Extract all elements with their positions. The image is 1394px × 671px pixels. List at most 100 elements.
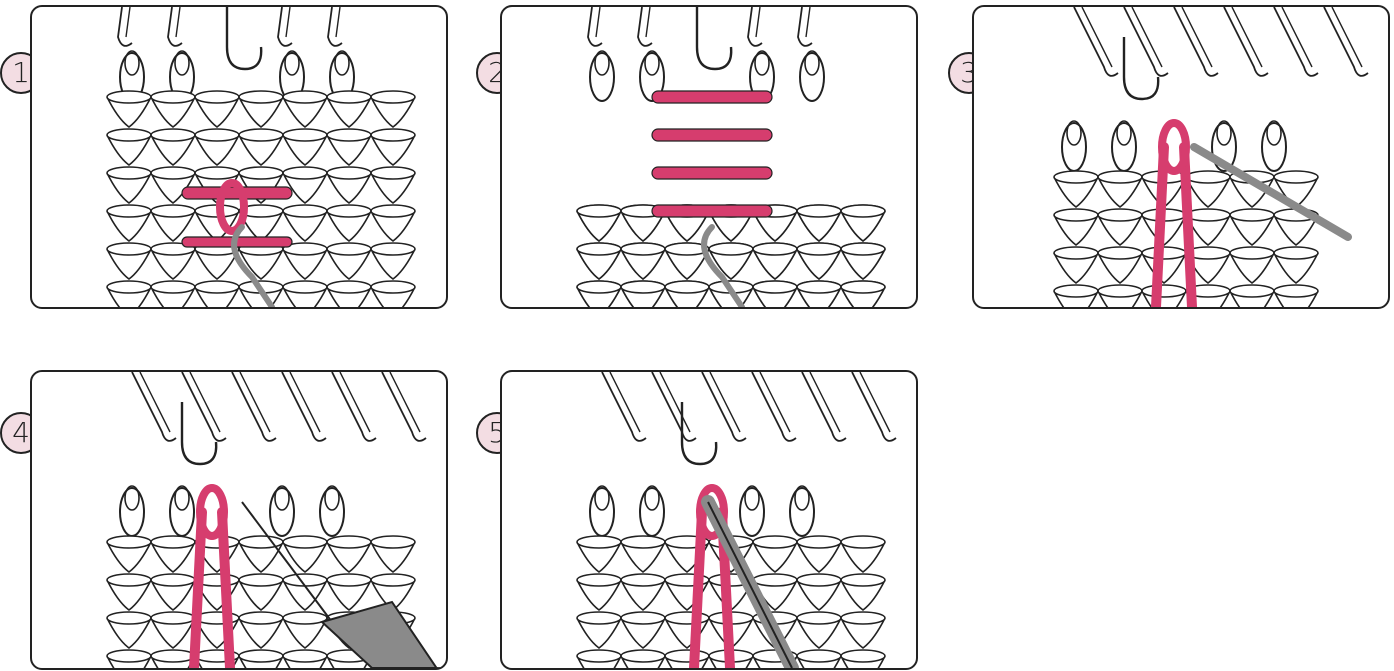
knit-stitch-icon — [107, 205, 151, 241]
stitch-loop — [1262, 123, 1286, 171]
knit-stitch-icon — [841, 536, 885, 572]
latch-hook-needle-icon — [1124, 7, 1168, 76]
knit-stitch-icon — [1054, 247, 1098, 283]
step-5-panel — [500, 370, 918, 670]
knitting-illustration — [502, 372, 916, 668]
knit-stitch-icon — [239, 536, 283, 572]
knit-stitch-icon — [797, 650, 841, 668]
knitting-illustration — [974, 7, 1388, 307]
knit-stitch-icon — [107, 536, 151, 572]
latch-hook-needle-icon — [1324, 7, 1368, 76]
stitch-loop — [1112, 123, 1136, 171]
latch-hook-needle-icon — [652, 372, 696, 441]
knit-stitch-icon — [283, 281, 327, 307]
latch-hook-needle-icon — [1274, 7, 1318, 76]
knit-stitch-icon — [753, 281, 797, 307]
knit-stitch-icon — [1230, 209, 1274, 245]
knit-stitch-icon — [1098, 247, 1142, 283]
knit-stitch-icon — [841, 612, 885, 648]
latch-hook-needle-icon — [182, 372, 226, 441]
knit-stitch-icon — [1054, 209, 1098, 245]
knit-stitch-icon — [283, 205, 327, 241]
knit-stitch-icon — [797, 536, 841, 572]
knit-stitch-icon — [283, 574, 327, 610]
latch-hook-needle-icon — [697, 7, 731, 69]
knit-stitch-icon — [577, 612, 621, 648]
knit-stitch-icon — [1142, 285, 1186, 307]
knit-stitch-icon — [371, 536, 415, 572]
knit-stitch-icon — [107, 574, 151, 610]
stitch-loop — [170, 488, 194, 536]
knit-stitch-icon — [841, 650, 885, 668]
stitch-loop — [590, 53, 614, 101]
knit-stitch-icon — [283, 129, 327, 165]
knit-stitch-icon — [151, 243, 195, 279]
knit-stitch-icon — [797, 243, 841, 279]
knit-stitch-icon — [1230, 247, 1274, 283]
knit-stitch-icon — [239, 574, 283, 610]
knit-stitch-icon — [151, 129, 195, 165]
knit-stitch-icon — [283, 243, 327, 279]
stitch-loop — [800, 53, 824, 101]
latch-hook-needle-icon — [852, 372, 896, 441]
latch-hook-needle-icon — [328, 7, 342, 46]
knit-stitch-icon — [577, 650, 621, 668]
stitch-loop — [790, 488, 814, 536]
latch-hook-needle-icon — [798, 7, 812, 46]
knit-stitch-icon — [841, 243, 885, 279]
knit-stitch-icon — [621, 574, 665, 610]
knit-stitch-icon — [577, 205, 621, 241]
knit-stitch-icon — [107, 281, 151, 307]
knit-stitch-icon — [151, 612, 195, 648]
knit-stitch-icon — [151, 281, 195, 307]
step-number: 4 — [12, 419, 30, 447]
knitting-illustration — [32, 7, 446, 307]
knitting-illustration — [32, 372, 446, 668]
knit-stitch-icon — [797, 281, 841, 307]
red-yarn-strand — [652, 129, 772, 141]
red-yarn-loop — [200, 488, 224, 536]
knit-stitch-icon — [107, 650, 151, 668]
knit-stitch-icon — [151, 205, 195, 241]
latch-hook-needle-icon — [232, 372, 276, 441]
knit-stitch-icon — [107, 129, 151, 165]
stitch-loop — [590, 488, 614, 536]
latch-hook-needle-icon — [638, 7, 652, 46]
knit-stitch-icon — [327, 281, 371, 307]
knit-stitch-icon — [577, 536, 621, 572]
red-yarn-strand — [652, 167, 772, 179]
knit-stitch-icon — [1098, 209, 1142, 245]
latch-hook-needle-icon — [132, 372, 176, 441]
knit-stitch-icon — [753, 243, 797, 279]
knit-stitch-icon — [621, 243, 665, 279]
knit-stitch-icon — [327, 129, 371, 165]
knit-stitch-icon — [371, 167, 415, 203]
knit-stitch-icon — [753, 536, 797, 572]
latch-hook-needle-icon — [702, 372, 746, 441]
knit-stitch-icon — [107, 612, 151, 648]
knit-stitch-icon — [1230, 285, 1274, 307]
knit-stitch-icon — [797, 612, 841, 648]
knit-stitch-icon — [327, 574, 371, 610]
knit-stitch-icon — [283, 91, 327, 127]
knit-stitch-icon — [195, 281, 239, 307]
latch-hook-needle-icon — [1074, 7, 1118, 76]
knit-stitch-icon — [239, 129, 283, 165]
knit-stitch-icon — [371, 129, 415, 165]
knit-stitch-icon — [1054, 171, 1098, 207]
knit-stitch-icon — [151, 650, 195, 668]
latch-hook-needle-icon — [382, 372, 426, 441]
knit-stitch-icon — [1142, 247, 1186, 283]
knit-stitch-icon — [665, 612, 709, 648]
stitch-loop — [120, 488, 144, 536]
knit-stitch-icon — [621, 612, 665, 648]
red-yarn-loop — [1162, 123, 1186, 171]
step-number: 1 — [12, 59, 30, 87]
stitch-loop — [640, 488, 664, 536]
red-yarn-strand — [652, 205, 772, 217]
latch-hook-needle-icon — [1124, 37, 1158, 99]
knit-stitch-icon — [841, 574, 885, 610]
knit-stitch-icon — [1274, 285, 1318, 307]
knit-stitch-icon — [107, 167, 151, 203]
knit-stitch-icon — [195, 129, 239, 165]
